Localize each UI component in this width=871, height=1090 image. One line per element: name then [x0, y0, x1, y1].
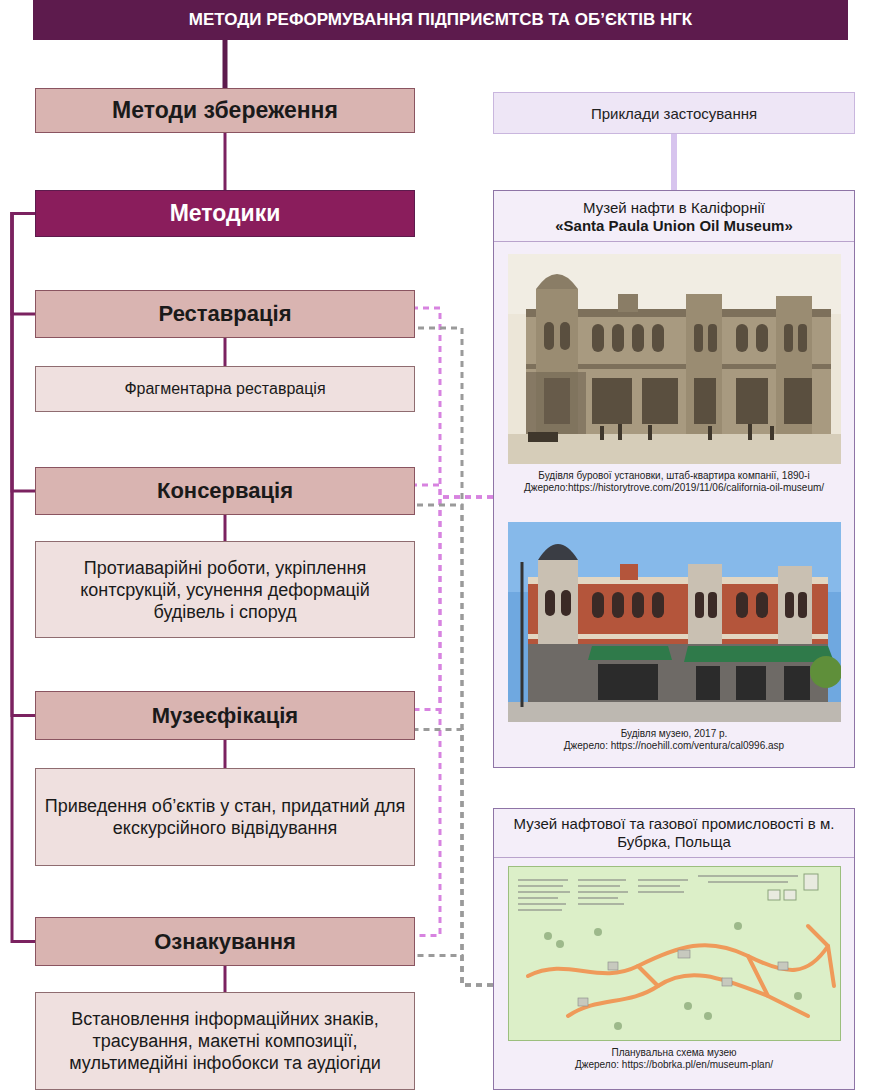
connector	[415, 497, 493, 710]
connector	[415, 308, 493, 497]
photo-caption: Джерело: https://noehill.com/ventura/cal…	[494, 740, 854, 752]
box-label: Методики	[170, 200, 281, 227]
stem-line	[223, 40, 228, 88]
connector	[12, 214, 35, 492]
building-photo	[508, 522, 841, 722]
method-box: Консервація	[35, 467, 415, 515]
panel-heading: Музей нафти в Каліфорнії	[494, 191, 854, 217]
box-label: Фрагментарна реставрація	[124, 380, 325, 398]
description-box: Приведення об’єктів у стан, придатний дл…	[35, 768, 415, 866]
diagram-title: МЕТОДИ РЕФОРМУВАННЯ ПІДПРИЄМТСВ ТА ОБ’ЄК…	[189, 10, 693, 30]
box-label: Приклади застосування	[591, 105, 757, 122]
photo-caption: Будівля музею, 2017 р.	[494, 728, 854, 740]
example-panel: Музей нафти в Каліфорнії«Santa Paula Uni…	[493, 190, 855, 768]
old-building	[526, 274, 831, 434]
group-box: Методи збереження	[35, 88, 415, 133]
box-label: Консервація	[157, 478, 293, 504]
map-buildings	[578, 950, 788, 1006]
connector	[12, 214, 35, 942]
connector	[415, 497, 493, 936]
connector	[224, 338, 227, 366]
description-box: Протиаварійні роботи, укріплення контсру…	[35, 541, 415, 638]
map-icons	[768, 874, 818, 900]
box-label: Приведення об’єктів у стан, придатний дл…	[44, 795, 406, 839]
photo-caption: Будівля бурової установки, штаб-квартира…	[494, 470, 854, 482]
brick-building	[528, 544, 834, 702]
connector	[224, 515, 227, 541]
connector	[224, 740, 227, 768]
panel-heading: «Santa Paula Union Oil Museum»	[494, 217, 854, 242]
example-panel: Музей нафтової та газової промисловості …	[493, 808, 855, 1090]
photo-caption: Джерело: https://bobrka.pl/en/museum-pla…	[494, 1059, 854, 1071]
lamp-post	[520, 562, 523, 707]
connector	[224, 133, 227, 190]
method-box: Музеєфікація	[35, 691, 415, 740]
connector	[12, 214, 35, 315]
connector	[12, 214, 35, 716]
museum-map	[508, 866, 841, 1041]
method-box: Реставрація	[35, 290, 415, 338]
panel-heading: Музей нафтової та газової промисловості …	[494, 809, 854, 858]
tree	[810, 656, 841, 688]
connector	[415, 505, 493, 985]
box-label: Протиаварійні роботи, укріплення контсру…	[44, 557, 406, 623]
connector	[415, 485, 493, 497]
photo-caption: Планувальна схема музею	[494, 1047, 854, 1059]
connector	[415, 730, 493, 986]
connector	[224, 966, 227, 992]
description-box: Встановлення інформаційних знаків, трасу…	[35, 992, 415, 1090]
category-box: Методики	[35, 190, 415, 237]
box-label: Ознакування	[154, 929, 296, 955]
title-band: МЕТОДИ РЕФОРМУВАННЯ ПІДПРИЄМТСВ ТА ОБ’ЄК…	[33, 0, 848, 40]
box-label: Реставрація	[159, 301, 292, 327]
connector	[671, 134, 677, 190]
box-label: Встановлення інформаційних знаків, трасу…	[44, 1008, 406, 1074]
building-photo	[508, 254, 841, 464]
description-box: Фрагментарна реставрація	[35, 366, 415, 412]
map-paths	[528, 926, 834, 1016]
map-trees	[544, 922, 802, 1030]
header-box: Приклади застосування	[493, 92, 855, 134]
connector	[415, 328, 493, 985]
box-label: Музеєфікація	[152, 703, 298, 729]
people	[528, 424, 774, 442]
awnings	[588, 646, 834, 662]
box-label: Методи збереження	[112, 97, 338, 124]
connector	[415, 956, 493, 986]
method-box: Ознакування	[35, 917, 415, 966]
photo-caption: Джерело:https://historytrove.com/2019/11…	[494, 482, 854, 494]
map-legend-lines	[518, 876, 798, 910]
